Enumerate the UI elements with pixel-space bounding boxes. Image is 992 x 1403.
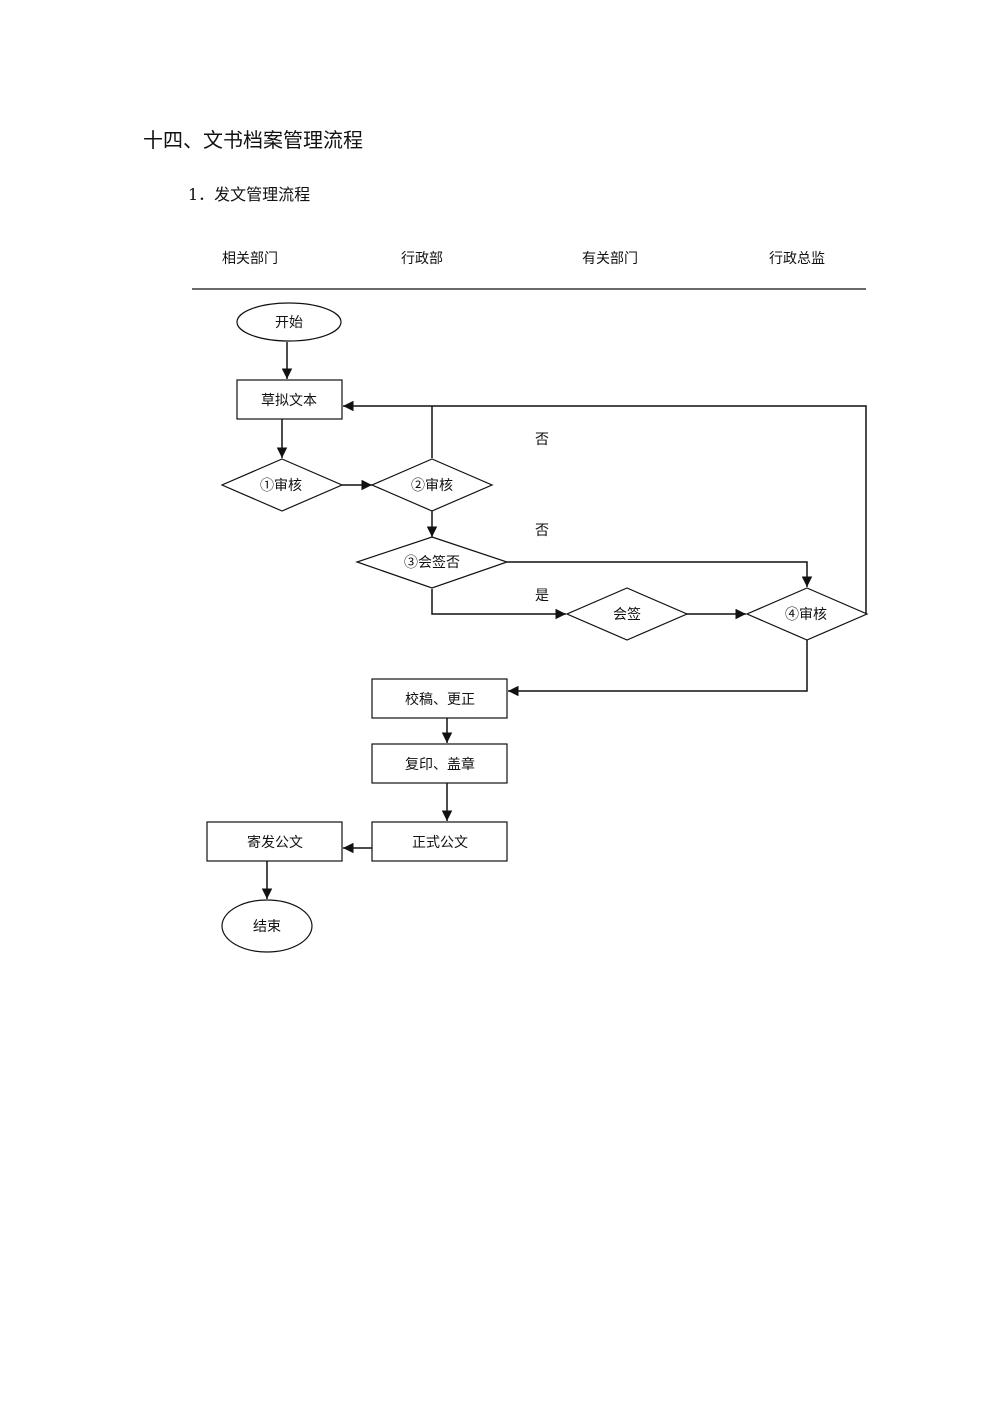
node-send-label: 寄发公文 [247,834,303,851]
node-countersign-label: 会签 [613,606,641,623]
node-end-label: 结束 [253,919,281,935]
node-countersign: 会签 [565,587,689,641]
node-proofread-label: 校稿、更正 [405,691,475,708]
node-formal: 正式公文 [371,821,508,862]
node-start-label: 开始 [275,315,303,331]
edge-reject-to-draft [343,400,867,614]
node-send: 寄发公文 [206,821,343,862]
edge-label-no-upper: 否 [535,432,549,448]
node-draft-label: 草拟文本 [261,393,317,409]
node-review2: ②审核 [370,458,494,512]
lane-header-concerned-dept: 有关部门 [582,251,638,267]
node-countersign-question-label: ③会签否 [404,554,460,571]
node-draft: 草拟文本 [236,379,343,420]
edge-countersign-yes [431,589,566,620]
node-review4: ④审核 [745,587,869,641]
edge-label-yes: 是 [535,588,549,604]
node-start: 开始 [236,302,342,342]
lane-header-admin-dept: 行政部 [401,251,443,267]
node-review2-label: ②审核 [411,478,453,494]
node-copy-seal-label: 复印、盖章 [405,756,475,773]
edge-label-no-lower: 否 [535,523,549,539]
node-proofread: 校稿、更正 [371,678,508,719]
node-copy-seal: 复印、盖章 [371,743,508,784]
node-review1-label: ①审核 [260,478,302,494]
node-review1: ①审核 [220,458,344,512]
section-title: 1．发文管理流程 [188,185,311,204]
node-review4-label: ④审核 [785,607,827,623]
node-end: 结束 [221,899,313,953]
node-formal-label: 正式公文 [412,835,468,851]
lane-header-admin-director: 行政总监 [769,251,825,267]
node-countersign-question: ③会签否 [355,536,509,589]
page-title: 十四、文书档案管理流程 [143,128,363,152]
lane-header-related-dept: 相关部门 [222,251,278,267]
edge-review4-proofread [508,640,808,697]
edge-countersign-no [507,561,813,587]
